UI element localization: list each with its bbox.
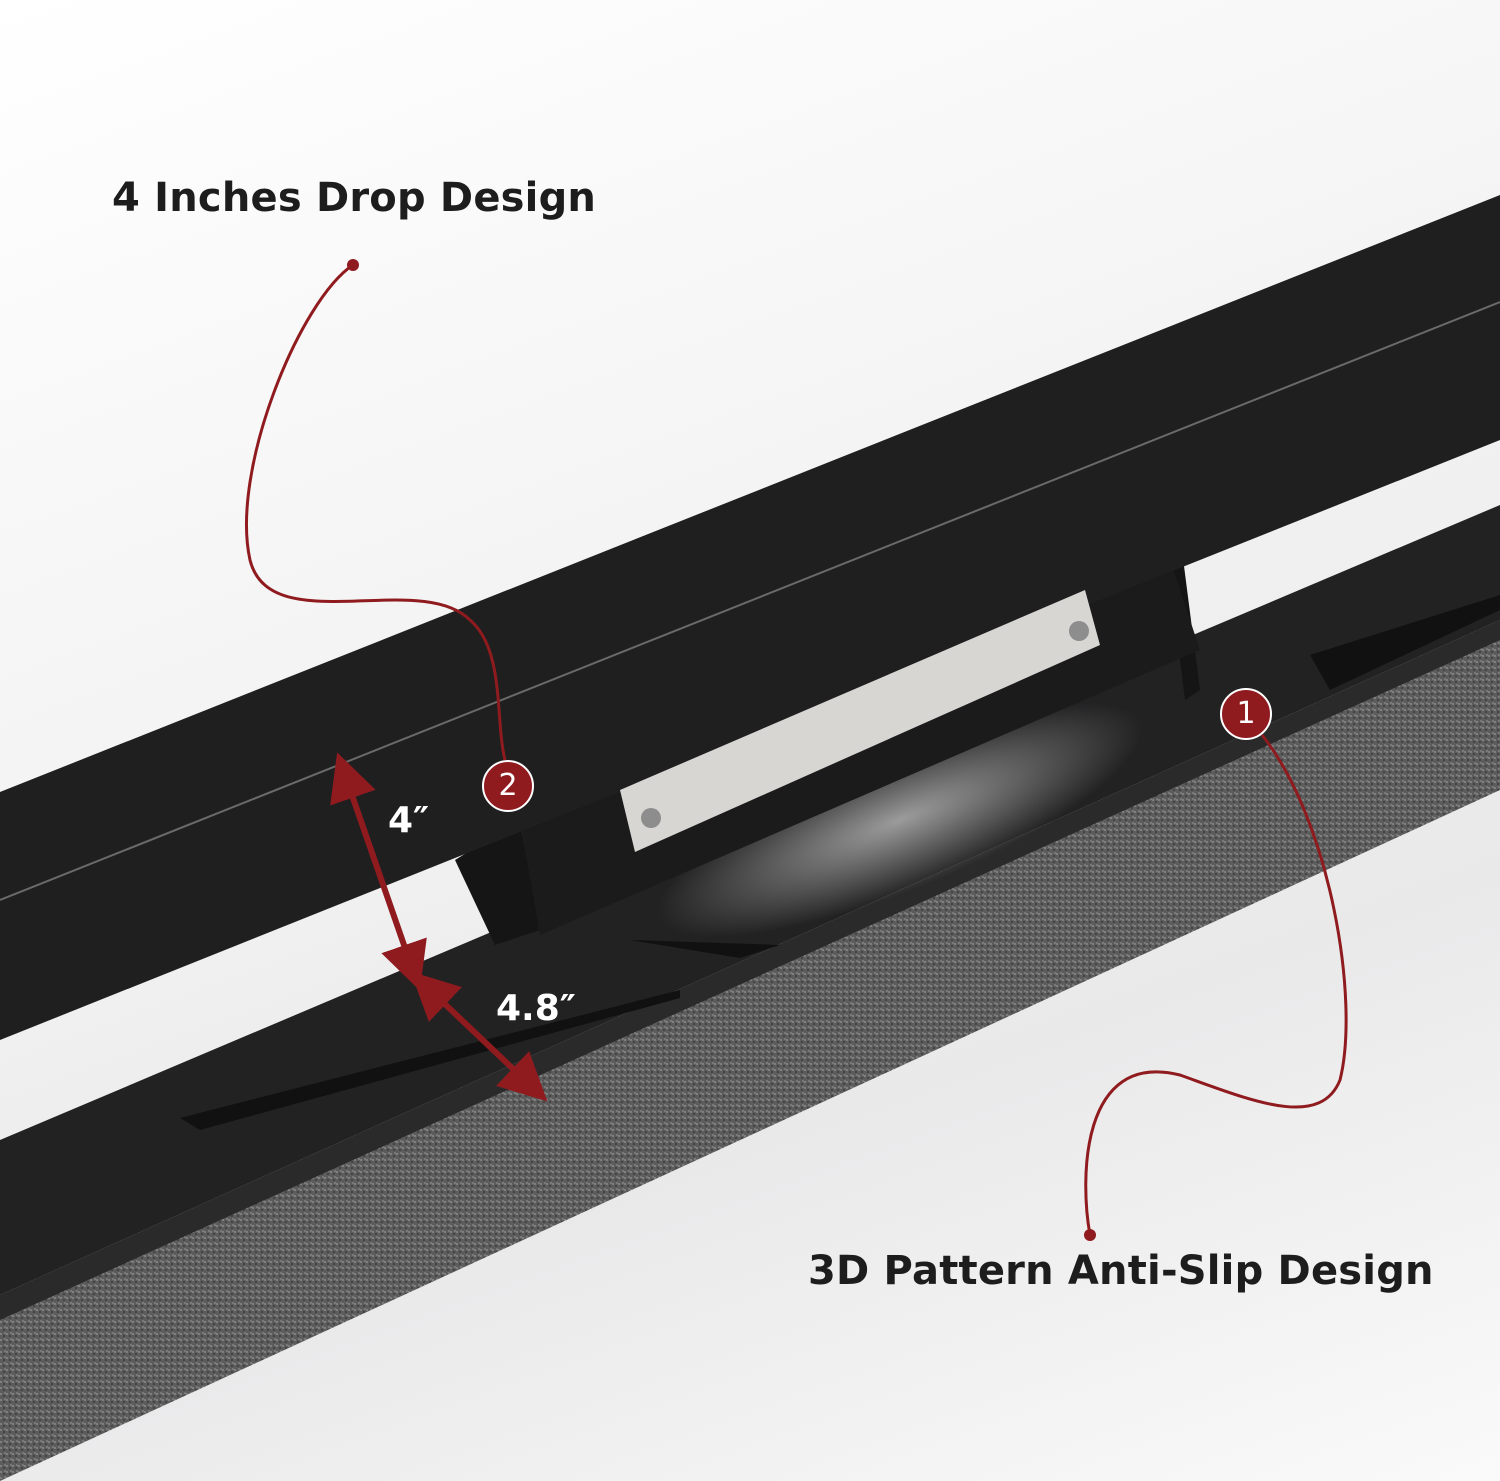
callout-title-drop-design: 4 Inches Drop Design — [112, 175, 597, 221]
upper-bar-edge — [0, 301, 1500, 901]
callout-marker-1: 1 — [1220, 688, 1272, 740]
drop-height-label: 4″ — [388, 800, 430, 841]
step-width-arrow — [410, 971, 548, 1102]
step-bar-textured-face — [0, 620, 1500, 1481]
step-pad — [1310, 595, 1500, 690]
callout-dot — [347, 259, 359, 271]
callout-line-anti-slip — [1084, 734, 1348, 1236]
step-pad — [630, 940, 780, 958]
callout-dot — [1084, 1229, 1096, 1241]
step-bar-shadow — [0, 620, 1500, 1320]
screw-icon — [1069, 621, 1089, 641]
screw-icon — [641, 808, 661, 828]
callout-marker-2: 2 — [482, 760, 534, 812]
bracket-left — [455, 820, 540, 945]
light-glow — [657, 702, 1143, 938]
callout-title-anti-slip: 3D Pattern Anti-Slip Design — [808, 1248, 1434, 1294]
step-width-label: 4.8″ — [496, 988, 576, 1029]
name-plate — [620, 590, 1100, 852]
callout-line-drop — [245, 263, 507, 761]
drop-height-arrow — [330, 752, 427, 991]
